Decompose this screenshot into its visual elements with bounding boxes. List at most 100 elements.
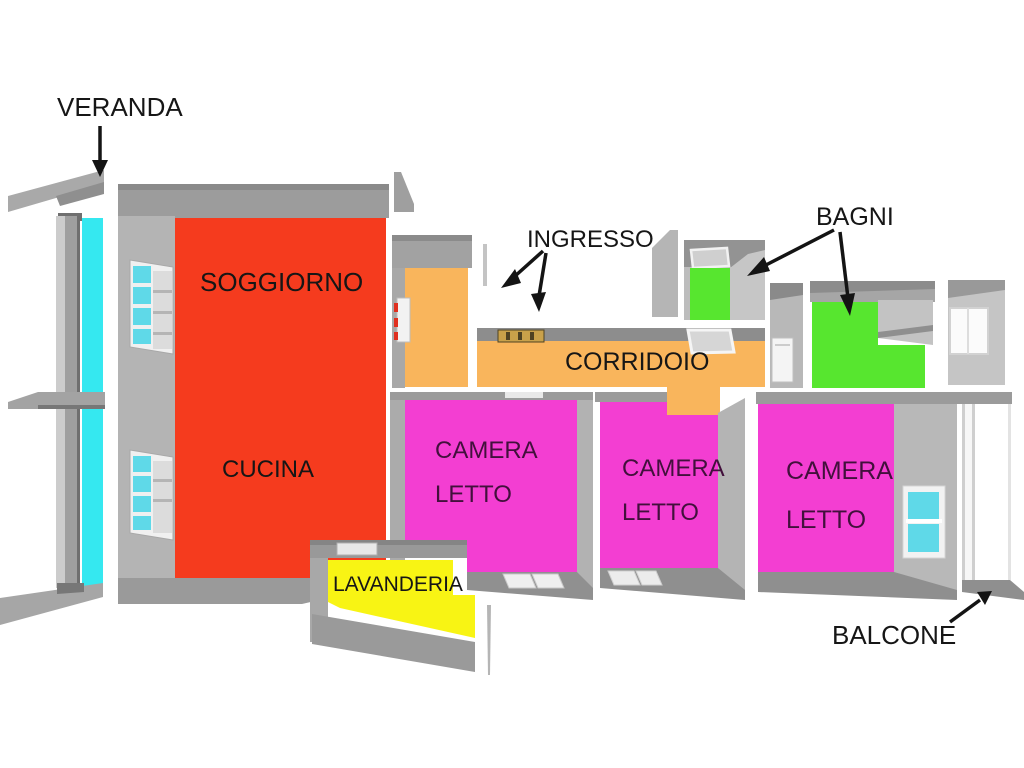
window-louver-line [153, 311, 172, 314]
window-pane [908, 524, 939, 552]
ingresso-top-wall-edge [392, 235, 472, 241]
right-top-wall-edge [948, 280, 1005, 298]
window-icon [902, 485, 946, 559]
corridoio-floor [477, 341, 765, 415]
soggiorno-top-wall-edge [118, 184, 389, 190]
bagni-arrow-left [763, 228, 835, 268]
ingresso-arrow-down [537, 252, 548, 297]
corridoio-skylight-icon [686, 328, 736, 355]
window-pane [133, 476, 151, 492]
ingresso-door-hinge [394, 332, 398, 340]
ingresso-door-icon [396, 297, 411, 343]
ingresso-label: INGRESSO [527, 226, 654, 253]
camera2-top-wall [595, 392, 667, 402]
bagno-big-inner-wall [878, 300, 933, 345]
balcone-wall-edge [972, 404, 975, 582]
window-pane [133, 329, 151, 344]
thin-wall-sliver [487, 605, 491, 675]
veranda-roof-top [8, 170, 104, 212]
lavanderia-top-wall-edge [310, 540, 467, 545]
ingresso-arrowhead-left [501, 269, 521, 288]
camera3-label-line2: LETTO [786, 506, 866, 534]
corridoio-label: CORRIDOIO [565, 348, 709, 376]
camera3-label-line1: CAMERA [786, 457, 893, 485]
lavanderia-appliance-icon [336, 542, 378, 556]
lavanderia-label: LAVANDERIA [333, 573, 463, 596]
bagni-label: BAGNI [816, 203, 894, 231]
camera3-top-wall [756, 392, 1012, 404]
bagno-big-inner-wall-edge [878, 325, 933, 338]
veranda-roof-bottom-accent [57, 583, 84, 594]
wall-end-sliver [394, 172, 414, 212]
bagno-big-door-icon [771, 337, 794, 383]
window-icon [607, 570, 641, 586]
window-pane [133, 456, 151, 472]
camera-letto-1-group [390, 392, 593, 600]
lavanderia-bottom-wall [312, 614, 475, 672]
lavanderia-floor [328, 560, 475, 638]
bagno-big-floor [812, 302, 925, 388]
camera1-top-wall-detail [505, 392, 543, 398]
ingresso-group [392, 235, 487, 388]
camera2-right-wall [718, 398, 745, 590]
camera2-label-line2: LETTO [622, 499, 699, 526]
window-pane [133, 516, 151, 530]
camera1-label-line2: LETTO [435, 481, 512, 508]
bagno-small-floor [690, 268, 730, 320]
window-louver [153, 461, 172, 533]
balcone-wall-edge [962, 404, 965, 582]
camera-letto-3-group [756, 392, 1012, 600]
balcone-floor-shadow [962, 580, 1024, 600]
veranda-middle-divider [8, 392, 105, 409]
room-labels: VERANDA SOGGIORNO CUCINA INGRESSO CORRID… [57, 92, 956, 650]
ingresso-arrow-left [512, 249, 545, 279]
corridoio-cabinet-detail [518, 332, 522, 340]
window-icon [531, 573, 565, 589]
bagno-big-left-wall-top [770, 283, 803, 300]
bagni-arrowhead-down [840, 293, 855, 316]
bagno-small-group [652, 230, 765, 320]
window-icon [129, 259, 174, 355]
soggiorno-cucina-group [118, 172, 414, 604]
ingresso-arrowhead-down [531, 292, 546, 312]
window-louver [153, 271, 172, 349]
window-louver-line [153, 499, 172, 502]
balcone-group [487, 404, 1024, 675]
ingresso-door-hinge [394, 318, 398, 327]
balcone-outer-edge [1008, 404, 1011, 580]
camera3-floor [758, 404, 894, 572]
balcone-wall [965, 404, 972, 582]
ingresso-floor [405, 268, 468, 387]
veranda-middle-divider-shadow [38, 405, 105, 409]
veranda-roof-bottom [0, 583, 103, 625]
camera-letto-2-group [595, 392, 745, 600]
window-pane [133, 308, 151, 325]
bagno-big-door-line [775, 344, 790, 346]
window-icon [129, 449, 174, 541]
camera1-label-line1: CAMERA [435, 437, 538, 464]
camera1-left-wall [390, 400, 405, 572]
ingresso-door-hinge [394, 303, 398, 312]
window-louver-line [153, 290, 172, 293]
bagni-arrow-down [838, 231, 850, 299]
soggiorno-cucina-floor [175, 218, 386, 578]
balcone-label: BALCONE [832, 620, 956, 650]
balcone-arrowhead [977, 591, 992, 605]
bagni-arrowhead-left [747, 257, 770, 276]
window-louver-line [153, 479, 172, 482]
window-pane [908, 492, 939, 520]
camera1-top-wall [390, 392, 593, 402]
camera1-right-wall [577, 400, 593, 590]
window-icon [635, 570, 663, 586]
balcone-arrow [948, 598, 982, 624]
cucina-label: CUCINA [222, 456, 314, 483]
veranda-roof-top-accent [56, 182, 104, 206]
soggiorno-label: SOGGIORNO [200, 267, 363, 297]
bagno-small-left-wall [652, 230, 678, 317]
veranda-arrowhead [92, 160, 108, 177]
window-mullion [906, 519, 942, 523]
camera3-bottom-wall [758, 572, 957, 600]
right-top-wall-group [948, 280, 1005, 385]
